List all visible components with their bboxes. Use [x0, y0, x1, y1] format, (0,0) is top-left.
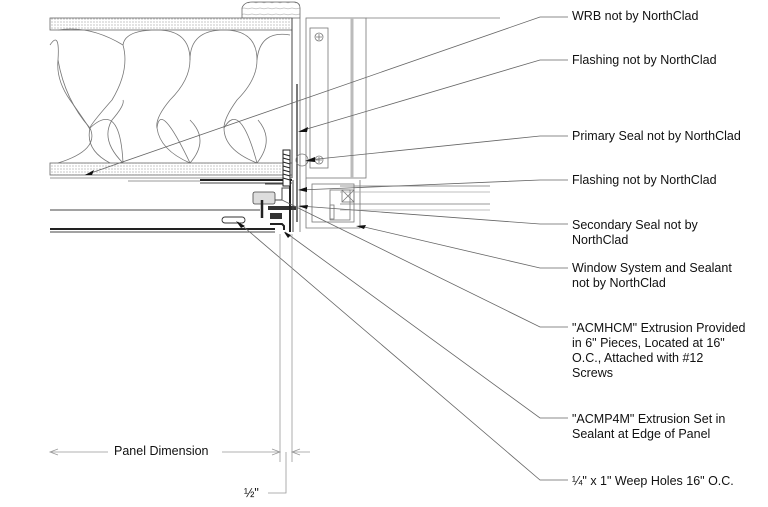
- sheathing-top: [49, 17, 293, 31]
- callout-weep-holes: ¼" x 1" Weep Holes 16" O.C.: [572, 474, 734, 488]
- callout-wrb: WRB not by NorthClad: [572, 9, 699, 23]
- window-sill: [305, 178, 490, 229]
- wrb-membrane: [291, 18, 301, 232]
- callout-window-system: Window System and Sealant not by NorthCl…: [572, 261, 732, 290]
- leader-lines: [84, 16, 568, 481]
- callout-flashing-lower: Flashing not by NorthClad: [572, 173, 717, 187]
- callout-secondary-seal: Secondary Seal not by NorthClad: [572, 218, 698, 247]
- callout-acmhcm-extrusion: "ACMHCM" Extrusion Provided in 6" Pieces…: [572, 321, 746, 380]
- screw: [282, 149, 291, 187]
- callout-primary-seal: Primary Seal not by NorthClad: [572, 129, 741, 143]
- panel-dimension-label: Panel Dimension: [114, 444, 209, 458]
- insulation: [49, 28, 291, 166]
- wood-blocking: [241, 1, 301, 19]
- sheathing-bottom: [49, 162, 293, 179]
- weep-hole: [221, 216, 246, 224]
- dimension-lines: [48, 234, 310, 494]
- window-frame: [295, 17, 500, 179]
- extrusions: [252, 180, 296, 232]
- callout-flashing-upper: Flashing not by NorthClad: [572, 53, 717, 67]
- gap-dimension-label: ½": [244, 486, 259, 500]
- callout-acmp4m-extrusion: "ACMP4M" Extrusion Set in Sealant at Edg…: [572, 412, 726, 441]
- flashing-lines: [128, 179, 292, 184]
- composite-panel: [50, 209, 275, 233]
